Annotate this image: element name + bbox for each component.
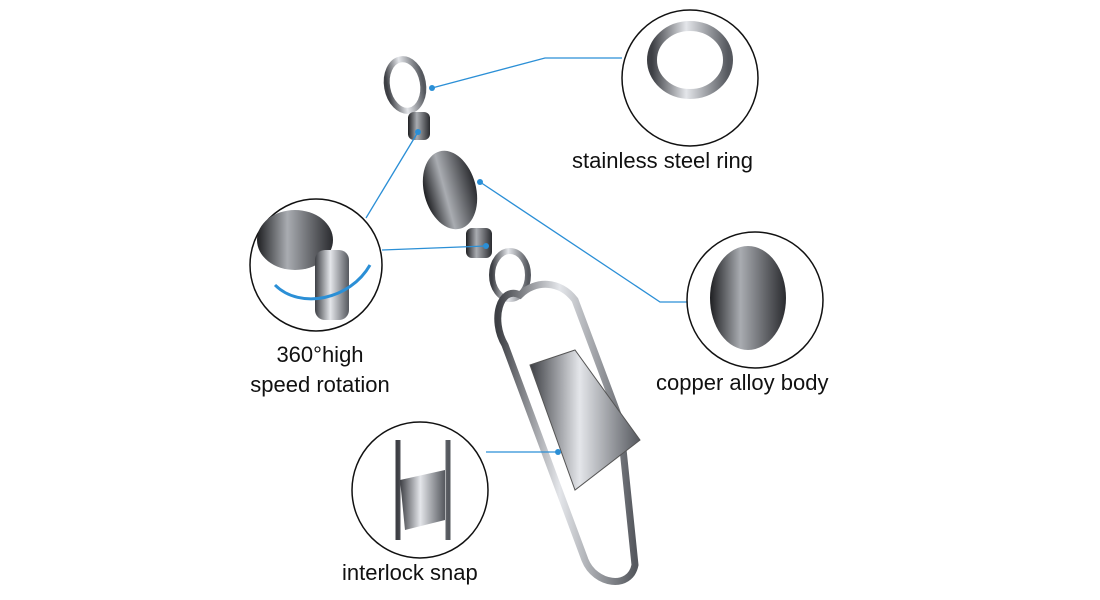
label-stainless-steel-ring: stainless steel ring <box>572 148 753 173</box>
detail-rotation-circle <box>249 198 383 332</box>
label-copper-alloy-body: copper alloy body <box>656 370 829 395</box>
swivel-product <box>383 56 641 585</box>
label-rotation: 360°high speed rotation <box>240 340 400 400</box>
detail-body-circle <box>686 231 824 369</box>
label-rotation-line2: speed rotation <box>250 372 390 397</box>
label-rotation-line1: 360°high <box>276 342 364 367</box>
leader-lines <box>365 57 690 453</box>
detail-snap-circle <box>351 421 489 559</box>
detail-ring-circle <box>621 9 759 147</box>
label-interlock-snap: interlock snap <box>342 560 478 585</box>
leader-dots <box>415 85 561 455</box>
